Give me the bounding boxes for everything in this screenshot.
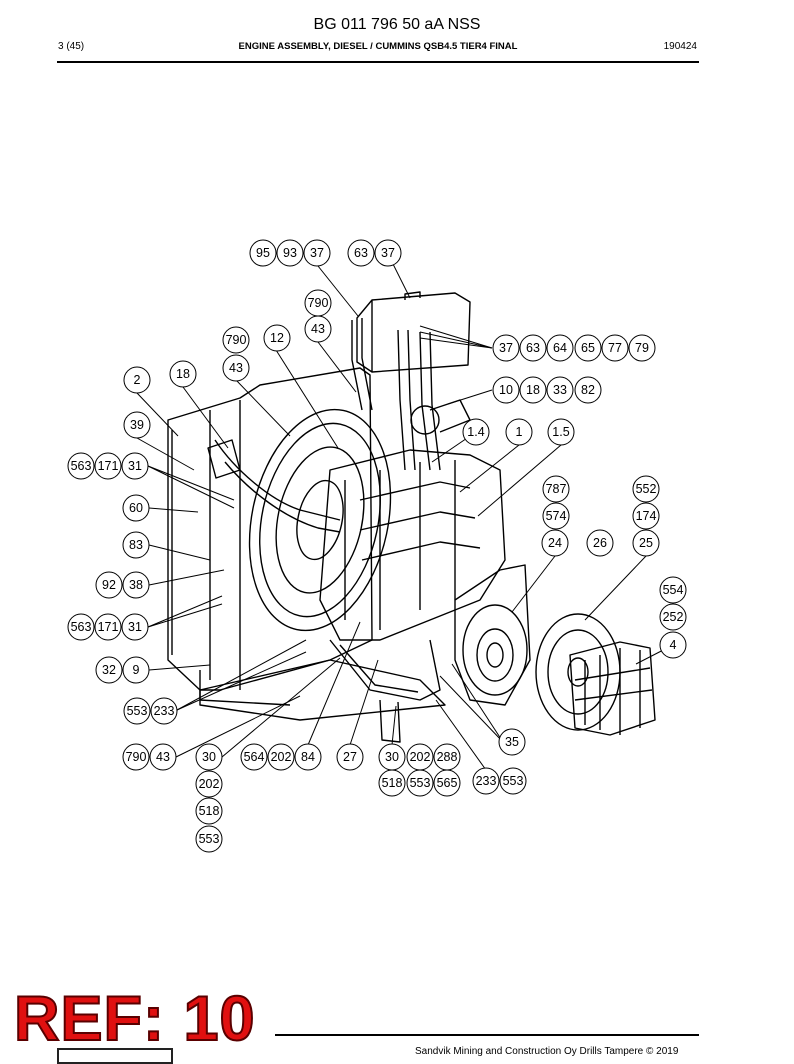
callout-label: 790 [126, 750, 147, 764]
engine-linework [167, 291, 656, 743]
callout-label: 30 [202, 750, 216, 764]
callout-label: 202 [271, 750, 292, 764]
callout-label: 30 [385, 750, 399, 764]
callout-label: 64 [553, 341, 567, 355]
callout-label: 552 [636, 482, 657, 496]
callout-label: 174 [636, 509, 657, 523]
document-date: 190424 [663, 41, 697, 52]
radiator-frame [167, 367, 373, 691]
callout-label: 95 [256, 246, 270, 260]
footer-rule [275, 1034, 699, 1036]
callout-label: 93 [283, 246, 297, 260]
callout-label: 77 [608, 341, 622, 355]
callout-label: 82 [581, 383, 595, 397]
callout-label: 1.5 [552, 425, 569, 439]
callout-label: 83 [129, 538, 143, 552]
callout-label: 27 [343, 750, 357, 764]
hydraulic-pump [569, 641, 656, 736]
oil-pan [329, 639, 441, 701]
callout-label: 2 [134, 373, 141, 387]
callout-label: 84 [301, 750, 315, 764]
callout-label: 60 [129, 501, 143, 515]
callout-label: 9 [133, 663, 140, 677]
callout-label: 35 [505, 735, 519, 749]
callout-label: 39 [130, 418, 144, 432]
callout-label: 43 [229, 361, 243, 375]
callout-label: 233 [476, 774, 497, 788]
callout-label: 574 [546, 509, 567, 523]
callout-label: 33 [553, 383, 567, 397]
callout-label: 202 [410, 750, 431, 764]
callout-label: 1 [516, 425, 523, 439]
callout-label: 1.4 [467, 425, 484, 439]
callout-label: 565 [437, 776, 458, 790]
callout-label: 37 [499, 341, 513, 355]
callout-label: 171 [98, 459, 119, 473]
callout-label: 518 [199, 804, 220, 818]
callout-label: 553 [199, 832, 220, 846]
callout-label: 171 [98, 620, 119, 634]
leader-lines [136, 253, 674, 771]
callout-label: 32 [102, 663, 116, 677]
callout-label: 43 [311, 322, 325, 336]
callout-label: 564 [244, 750, 265, 764]
callout-label: 31 [128, 620, 142, 634]
callout-label: 25 [639, 536, 653, 550]
callout-label: 563 [71, 459, 92, 473]
callout-label: 10 [499, 383, 513, 397]
callout-label: 31 [128, 459, 142, 473]
callout-label: 18 [176, 367, 190, 381]
callout-label: 202 [199, 777, 220, 791]
footer-copyright: Sandvik Mining and Construction Oy Drill… [415, 1046, 679, 1057]
callout-label: 26 [593, 536, 607, 550]
callout-label: 43 [156, 750, 170, 764]
intake-hose [214, 439, 341, 533]
callout-label: 787 [546, 482, 567, 496]
ref-stamp: REF: 10 [13, 984, 256, 1054]
callout-label: 554 [663, 583, 684, 597]
header-rule [57, 61, 699, 63]
flywheel-housing [454, 564, 531, 706]
callout-label: 553 [503, 774, 524, 788]
callout-label: 553 [127, 704, 148, 718]
document-id: BG 011 796 50 aA NSS [313, 16, 481, 33]
callout-label: 252 [663, 610, 684, 624]
coolant-pipes [351, 318, 441, 471]
callout-circles [67, 239, 687, 853]
callout-label: 518 [382, 776, 403, 790]
callout-label: 563 [71, 620, 92, 634]
callout-label: 79 [635, 341, 649, 355]
callout-label: 37 [310, 246, 324, 260]
callout-label: 12 [270, 331, 284, 345]
fan-guard [248, 408, 392, 632]
callout-label: 63 [526, 341, 540, 355]
callout-label: 288 [437, 750, 458, 764]
callout-label: 18 [526, 383, 540, 397]
callout-label: 790 [308, 296, 329, 310]
callout-label: 65 [581, 341, 595, 355]
callout-label: 63 [354, 246, 368, 260]
callout-label: 38 [129, 578, 143, 592]
callout-label: 37 [381, 246, 395, 260]
callout-label: 553 [410, 776, 431, 790]
callout-label: 233 [154, 704, 175, 718]
engine-block [319, 449, 506, 641]
callout-label: 24 [548, 536, 562, 550]
page-number: 3 (45) [58, 41, 85, 52]
callout-label: 790 [226, 333, 247, 347]
expansion-tank [356, 291, 471, 373]
callout-label: 4 [670, 638, 677, 652]
callout-label: 92 [102, 578, 116, 592]
sheet-title: ENGINE ASSEMBLY, DIESEL / CUMMINS QSB4.5… [238, 41, 518, 52]
base-frame [199, 659, 446, 743]
